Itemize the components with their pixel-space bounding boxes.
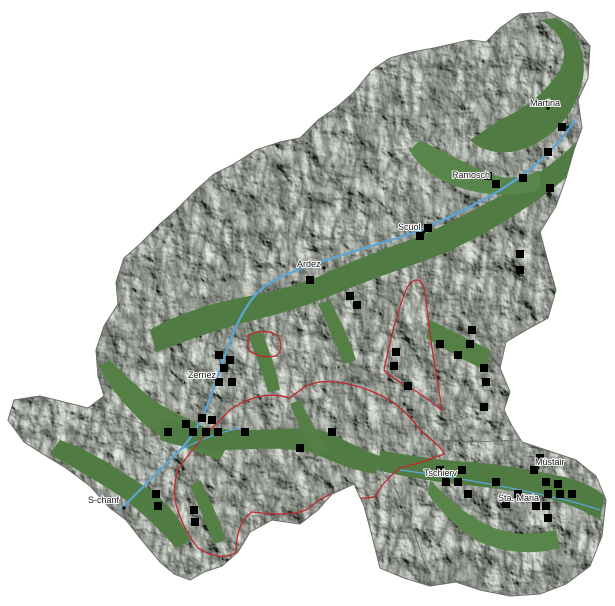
site-marker <box>514 490 522 498</box>
town-dot-martina <box>546 106 550 110</box>
town-dot-ardez <box>322 266 326 270</box>
site-marker <box>542 478 550 486</box>
site-marker <box>202 428 210 436</box>
site-marker <box>492 180 500 188</box>
label-sta-maria: Sta. Maria <box>498 493 539 503</box>
site-marker <box>220 364 228 372</box>
site-marker <box>466 340 474 348</box>
site-marker <box>208 416 216 424</box>
site-marker <box>436 340 444 348</box>
site-marker <box>480 364 488 372</box>
site-marker <box>554 480 562 488</box>
site-marker <box>214 428 222 436</box>
site-markers <box>152 123 576 526</box>
site-marker <box>215 351 223 359</box>
site-marker <box>226 356 234 364</box>
site-marker <box>536 454 544 462</box>
site-marker <box>198 414 206 422</box>
label-s-chanf: S-chanf <box>88 495 120 505</box>
river-network <box>119 119 601 511</box>
site-marker <box>164 428 172 436</box>
town-dot-tschierv <box>428 473 432 477</box>
site-marker <box>482 378 490 386</box>
site-marker <box>544 148 552 156</box>
site-marker <box>568 490 576 498</box>
site-marker <box>484 172 492 180</box>
site-marker <box>152 490 160 498</box>
site-marker <box>390 362 398 370</box>
site-marker <box>458 466 466 474</box>
site-marker <box>190 506 198 514</box>
site-marker <box>556 490 564 498</box>
site-marker <box>532 502 540 510</box>
site-marker <box>241 428 249 436</box>
site-marker <box>516 250 524 258</box>
site-marker <box>542 502 550 510</box>
site-marker <box>502 500 510 508</box>
town-dot-mustair <box>536 466 540 470</box>
site-marker <box>454 351 462 359</box>
site-marker <box>416 232 424 240</box>
site-marker <box>346 292 354 300</box>
region-outline <box>7 11 607 597</box>
site-marker <box>464 490 472 498</box>
label-scuol: Scuol <box>398 222 421 232</box>
protected-area-boundary <box>174 279 445 558</box>
site-marker <box>516 266 524 274</box>
site-marker <box>454 478 462 486</box>
site-marker <box>544 514 552 522</box>
site-marker <box>154 502 162 510</box>
site-marker <box>182 420 190 428</box>
site-marker <box>480 403 488 411</box>
label-mustair: Müstair <box>535 457 565 467</box>
label-martina: Martina <box>530 98 560 108</box>
label-ardez: Ardez <box>297 259 321 269</box>
town-dot-s-chanf <box>122 506 126 510</box>
place-labels: Martina Ramosch Scuol Ardez Zernez S-cha… <box>87 97 566 506</box>
site-marker <box>353 301 361 309</box>
site-marker <box>544 490 552 498</box>
site-marker <box>215 378 223 386</box>
town-dot-ramosch <box>485 172 489 176</box>
site-marker <box>546 184 554 192</box>
label-zernez: Zernez <box>188 370 217 380</box>
site-marker <box>519 174 527 182</box>
site-marker <box>404 382 412 390</box>
site-marker <box>492 478 500 486</box>
label-tschierv: Tschierv <box>424 468 458 478</box>
site-marker <box>558 123 566 131</box>
town-dot-zernez <box>212 376 216 380</box>
site-marker <box>189 428 197 436</box>
town-dot-sta-maria <box>498 498 502 502</box>
town-dots <box>122 106 550 510</box>
site-marker <box>530 466 538 474</box>
site-marker <box>442 478 450 486</box>
site-marker <box>392 348 400 356</box>
site-marker <box>424 224 432 232</box>
site-marker <box>328 428 336 436</box>
town-dot-scuol <box>422 230 426 234</box>
site-marker <box>191 518 199 526</box>
site-marker <box>296 444 304 452</box>
label-ramosch: Ramosch <box>452 170 490 180</box>
site-marker <box>468 326 476 334</box>
site-marker <box>436 466 444 474</box>
site-marker <box>228 378 236 386</box>
site-marker <box>306 276 314 284</box>
